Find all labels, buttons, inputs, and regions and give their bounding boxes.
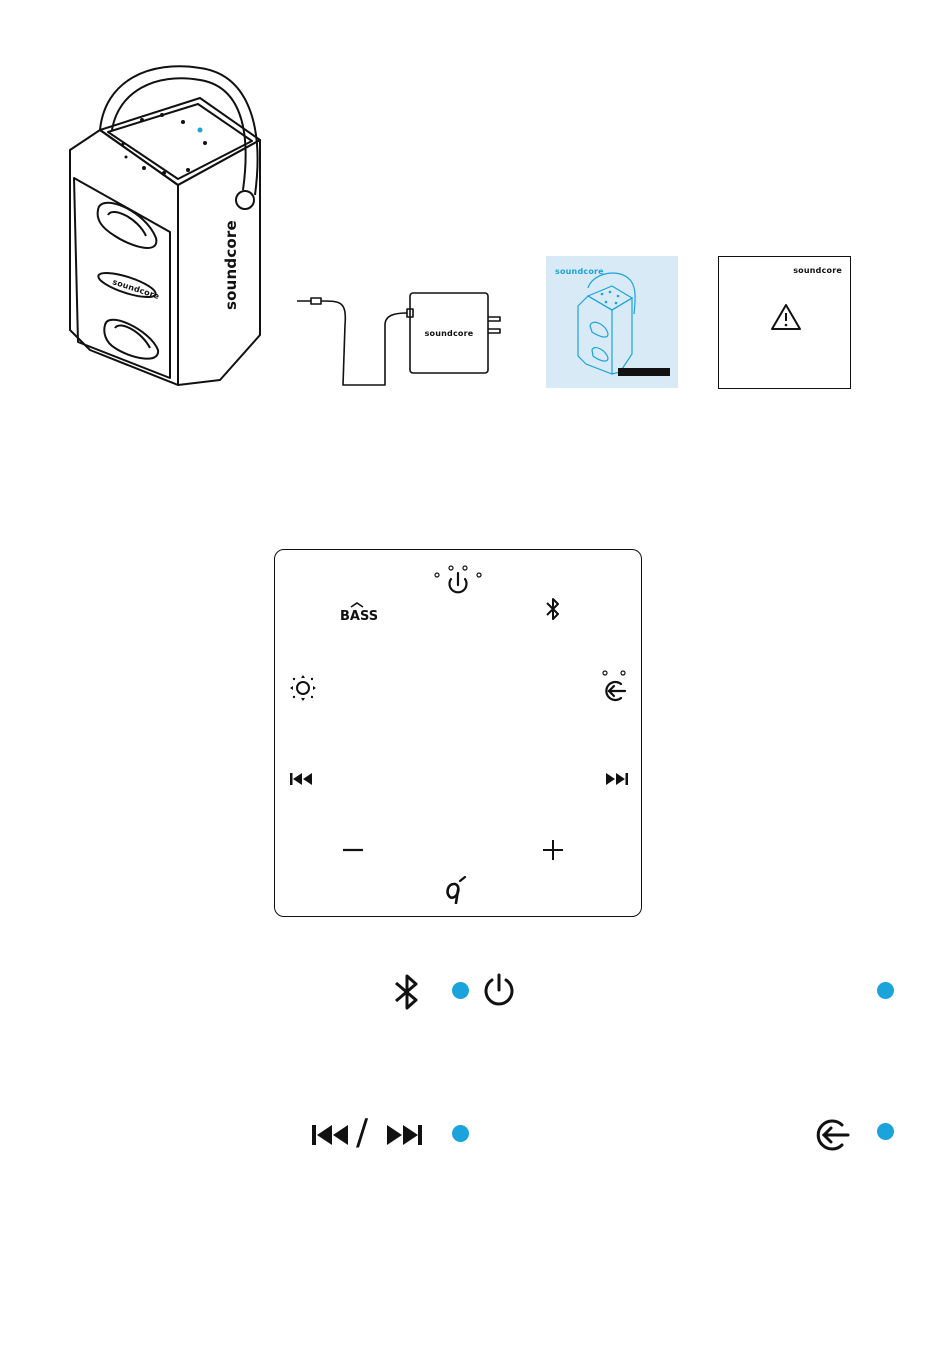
volume-up-icon[interactable] bbox=[541, 838, 565, 862]
speaker-brand-label: soundcore bbox=[222, 220, 240, 310]
next-track-icon bbox=[387, 1125, 422, 1145]
soundcore-logo-icon[interactable] bbox=[445, 876, 469, 904]
safety-brand-label: soundcore bbox=[793, 266, 842, 275]
next-track-icon[interactable] bbox=[603, 771, 629, 787]
light-icon[interactable] bbox=[289, 674, 317, 702]
bluetooth-icon bbox=[390, 973, 424, 1011]
bass-button[interactable]: BASS bbox=[340, 602, 374, 626]
power-icon[interactable] bbox=[433, 564, 483, 598]
previous-track-icon bbox=[312, 1125, 348, 1145]
bass-label: BASS bbox=[340, 609, 378, 624]
indicator-dot-input bbox=[877, 1123, 894, 1140]
guide-brand-label: soundcore bbox=[555, 267, 604, 276]
track-skip-icons bbox=[310, 1121, 428, 1149]
adapter-drawing: soundcore bbox=[295, 285, 515, 395]
indicator-dot-power bbox=[877, 982, 894, 999]
guide-drawing: soundcore bbox=[546, 256, 678, 388]
speaker-drawing: soundcore soundcore bbox=[60, 60, 275, 395]
ac-adapter-illustration: soundcore bbox=[295, 285, 515, 395]
indicator-dot-track bbox=[452, 1125, 469, 1142]
bass-caret-icon bbox=[350, 602, 364, 608]
safety-card: soundcore bbox=[718, 256, 851, 389]
bluetooth-icon[interactable] bbox=[543, 596, 563, 622]
input-source-icon[interactable] bbox=[599, 668, 631, 704]
input-source-icon bbox=[812, 1116, 852, 1154]
speaker-illustration: soundcore soundcore bbox=[60, 60, 275, 395]
control-panel: BASS bbox=[274, 549, 642, 917]
skip-separator: / bbox=[356, 1113, 368, 1153]
indicator-dot-bluetooth bbox=[452, 982, 469, 999]
quick-start-guide-card: soundcore bbox=[546, 256, 678, 388]
adapter-brand-label: soundcore bbox=[425, 329, 474, 338]
volume-down-icon[interactable] bbox=[341, 840, 365, 860]
previous-track-icon[interactable] bbox=[289, 771, 315, 787]
warning-icon bbox=[769, 302, 803, 332]
speaker-badge-label: soundcore bbox=[111, 277, 161, 301]
power-icon bbox=[481, 972, 517, 1008]
